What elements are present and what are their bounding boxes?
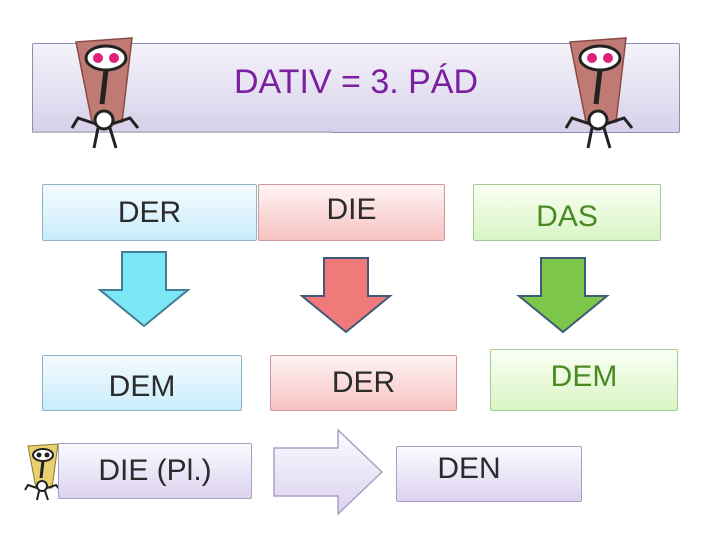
arrow-right-lavender: [273, 428, 384, 516]
title-divider: [32, 131, 332, 133]
neuter-nominative-label: DAS: [536, 199, 598, 233]
feminine-nominative-box: DIE: [258, 184, 445, 241]
masculine-dative-box: DEM: [42, 355, 242, 411]
title-banner: DATIV = 3. PÁD: [32, 43, 680, 133]
plural-dative-box: DEN: [396, 446, 582, 502]
neuter-dative-box: DEM: [490, 349, 678, 411]
exclamation-mascot-icon: [24, 443, 61, 501]
exclamation-mascot-icon: [70, 37, 140, 149]
arrow-down-red: [299, 257, 393, 334]
neuter-nominative-box: DAS: [473, 184, 661, 241]
neuter-dative-label: DEM: [550, 360, 618, 393]
plural-nominative-label: DIE (Pl.): [98, 454, 212, 487]
masculine-dative-label: DEM: [108, 370, 176, 403]
feminine-nominative-label: DIE: [326, 192, 377, 226]
arrow-down-blue: [97, 251, 191, 328]
exclamation-mascot-icon: [564, 37, 634, 149]
arrow-down-green: [516, 257, 610, 334]
plural-nominative-box: DIE (Pl.): [58, 443, 252, 499]
plural-dative-label: DEN: [437, 452, 501, 485]
page-title: DATIV = 3. PÁD: [233, 62, 479, 101]
feminine-dative-box: DER: [270, 355, 457, 411]
masculine-nominative-box: DER: [42, 184, 257, 241]
masculine-nominative-label: DER: [117, 195, 182, 229]
feminine-dative-label: DER: [331, 366, 396, 399]
